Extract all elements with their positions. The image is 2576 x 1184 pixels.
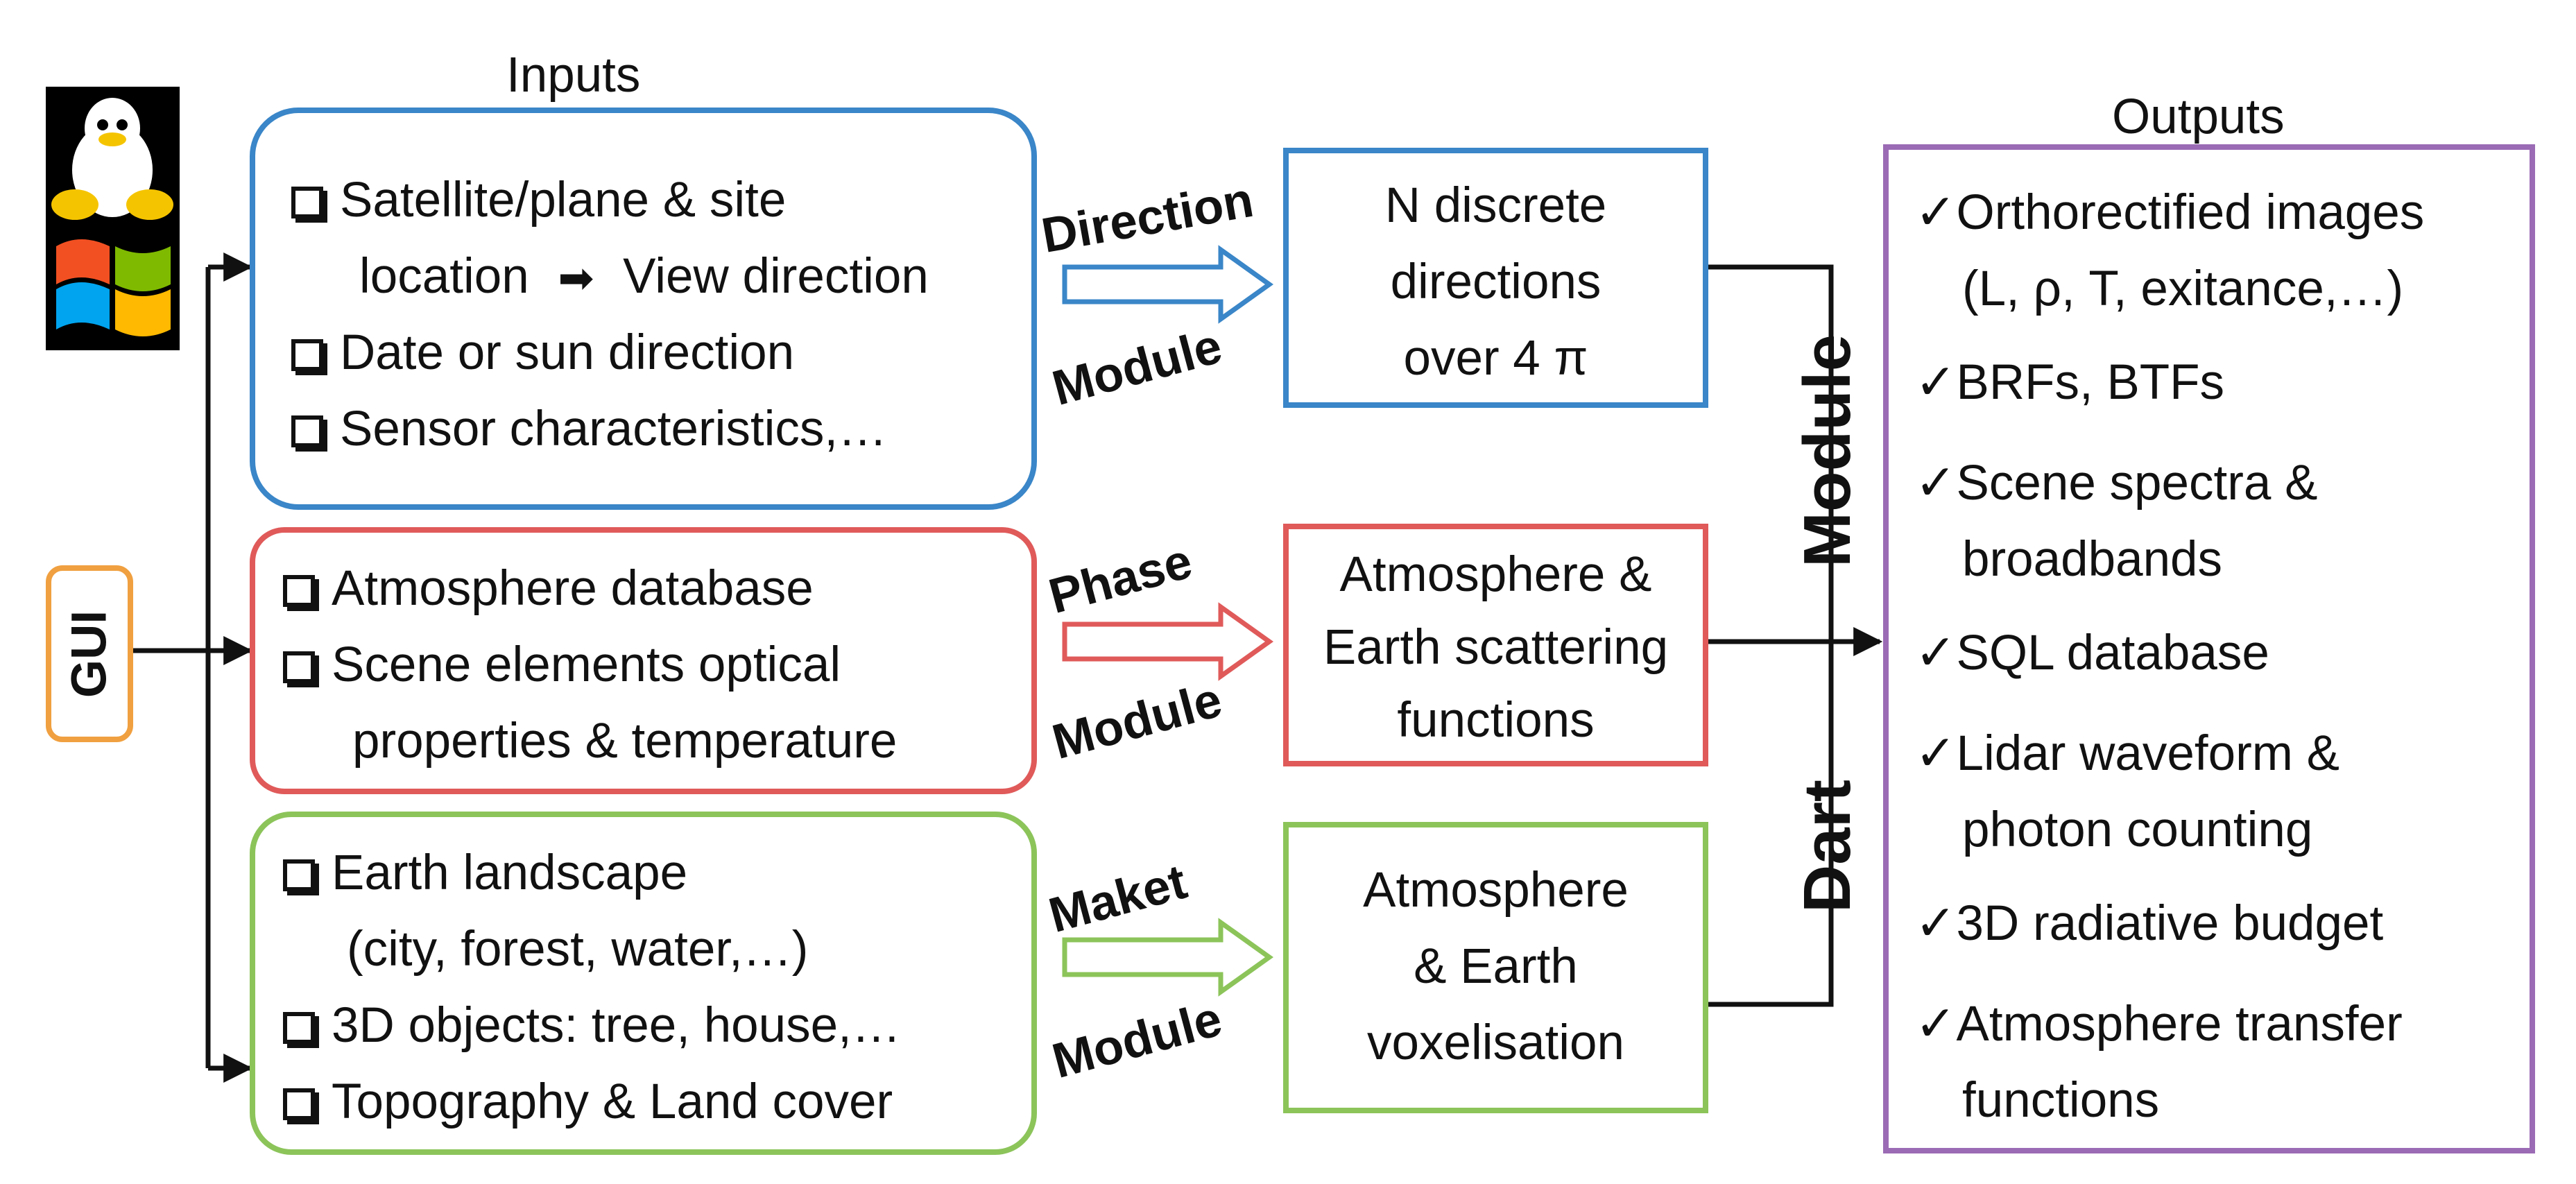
check-icon: ✓: [1915, 185, 1957, 240]
checkbox-icon: [283, 651, 315, 683]
dart-module-label-module: Module: [1790, 334, 1864, 567]
maket-output-line-2: & Earth: [1414, 939, 1578, 994]
direction-input-1: Satellite/plane & site: [291, 175, 786, 225]
phase-inputs-box: Atmosphere database Scene elements optic…: [250, 527, 1037, 794]
checkbox-icon: [283, 1088, 315, 1120]
checkbox-icon: [283, 859, 315, 891]
output-item-5: ✓Lidar waveform &: [1915, 726, 2339, 781]
output-item-7-sub: functions: [1962, 1073, 2160, 1128]
windows-logo: [56, 239, 171, 336]
checkbox-icon: [283, 1012, 315, 1044]
direction-output-line-2: directions: [1390, 255, 1602, 309]
direction-to-dart: [1708, 264, 1834, 1007]
phase-output-line-3: functions: [1397, 693, 1595, 748]
output-item-3: ✓Scene spectra &: [1915, 456, 2318, 511]
maket-inputs-box: Earth landscape (city, forest, water,…) …: [250, 812, 1037, 1155]
outputs-heading: Outputs: [2112, 89, 2285, 144]
output-item-3-sub: broadbands: [1962, 532, 2223, 587]
maket-output-line-3: voxelisation: [1367, 1015, 1624, 1070]
maket-input-1b: (city, forest, water,…): [347, 922, 809, 977]
phase-input-1: Atmosphere database: [283, 564, 814, 613]
direction-input-1b: location ➡ View direction: [359, 249, 929, 304]
direction-output-line-1: N discrete: [1384, 178, 1607, 233]
checkbox-icon: [291, 339, 323, 371]
output-item-1: ✓Orthorectified images: [1915, 185, 2425, 240]
output-item-5-sub: photon counting: [1962, 803, 2313, 857]
outputs-box: ✓Orthorectified images (L, ρ, T, exitanc…: [1883, 144, 2535, 1153]
direction-output-box: N discrete directions over 4 π: [1283, 148, 1708, 408]
linux-penguin-logo: [51, 98, 173, 220]
direction-input-3: Sensor characteristics,…: [291, 404, 887, 454]
phase-input-2b: properties & temperature: [352, 714, 898, 769]
check-icon: ✓: [1915, 726, 1957, 781]
output-item-2: ✓BRFs, BTFs: [1915, 355, 2225, 410]
maket-output-line-1: Atmosphere: [1363, 863, 1629, 918]
output-item-4: ✓SQL database: [1915, 626, 2269, 680]
maket-input-2: 3D objects: tree, house,…: [283, 1001, 901, 1050]
inputs-heading: Inputs: [506, 48, 641, 103]
direction-module-arrow: [1062, 245, 1274, 324]
check-icon: ✓: [1915, 896, 1957, 951]
phase-input-2: Scene elements optical: [283, 640, 841, 689]
right-arrow-icon: ➡: [558, 255, 594, 302]
direction-inputs-box: Satellite/plane & site location ➡ View d…: [250, 108, 1037, 510]
dart-module-label-dart: Dart: [1790, 779, 1864, 913]
phase-output-box: Atmosphere & Earth scattering functions: [1283, 524, 1708, 766]
gui-label: GUI: [62, 610, 117, 698]
maket-module-arrow: [1062, 918, 1274, 997]
check-icon: ✓: [1915, 355, 1957, 410]
os-logos: [46, 87, 180, 350]
output-item-7: ✓Atmosphere transfer: [1915, 997, 2403, 1052]
checkbox-icon: [291, 187, 323, 218]
maket-input-3: Topography & Land cover: [283, 1077, 893, 1126]
output-item-1-sub: (L, ρ, T, exitance,…): [1962, 261, 2404, 316]
maket-input-1: Earth landscape: [283, 848, 687, 898]
phase-output-line-2: Earth scattering: [1323, 620, 1669, 675]
check-icon: ✓: [1915, 626, 1957, 680]
check-icon: ✓: [1915, 997, 1957, 1052]
phase-output-line-1: Atmosphere &: [1339, 547, 1652, 602]
output-item-6: ✓3D radiative budget: [1915, 896, 2384, 951]
checkbox-icon: [291, 415, 323, 447]
check-icon: ✓: [1915, 456, 1957, 511]
direction-input-2: Date or sun direction: [291, 328, 794, 377]
maket-output-box: Atmosphere & Earth voxelisation: [1283, 822, 1708, 1113]
direction-output-line-3: over 4 π: [1403, 331, 1588, 386]
checkbox-icon: [283, 575, 315, 607]
phase-module-arrow: [1062, 602, 1274, 681]
gui-box[interactable]: GUI: [46, 565, 133, 742]
